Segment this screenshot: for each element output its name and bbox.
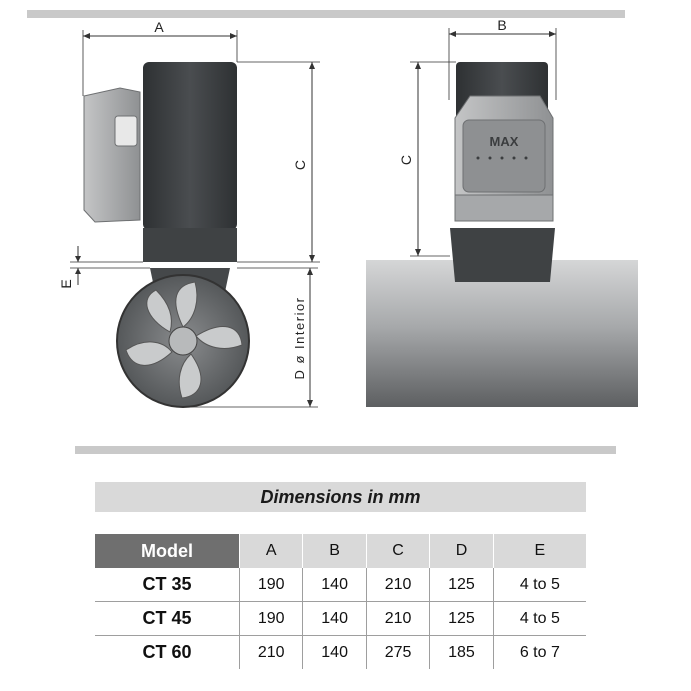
top-divider — [27, 10, 625, 18]
dim-c-left-label: C — [292, 160, 308, 170]
cell-d: 125 — [429, 568, 494, 602]
cell-model: CT 35 — [95, 568, 240, 602]
lower-column — [143, 228, 237, 262]
side-view: A C E D ø Interior — [58, 19, 320, 408]
header-a: A — [239, 534, 304, 568]
cell-a: 190 — [239, 568, 304, 602]
thruster-dimension-drawing: A C E D ø Interior MAX — [58, 17, 638, 408]
indicator-dots — [476, 156, 528, 160]
housing-clip — [114, 115, 138, 147]
cell-e: 6 to 7 — [519, 643, 560, 661]
lower-flange-front — [450, 228, 555, 282]
cell-d: 185 — [429, 635, 494, 669]
cell-c: 275 — [366, 635, 431, 669]
dimensions-caption-box: Dimensions in mm — [95, 482, 586, 512]
dim-b-label: B — [497, 17, 506, 33]
control-housing — [83, 87, 141, 223]
housing-front-panel — [462, 119, 546, 193]
header-d: D — [429, 534, 494, 568]
cell-b: 140 — [302, 601, 367, 636]
motor-column — [143, 62, 237, 230]
dim-a-label: A — [154, 19, 164, 35]
cell-c: 210 — [366, 601, 431, 636]
table-row: CT 60 210 140 275 185 6 to 7 — [95, 635, 586, 669]
cell-c: 210 — [366, 568, 431, 602]
dim-e-label: E — [58, 279, 74, 288]
dimensions-table: Model A B C D E CT 35 190 140 210 125 4 … — [95, 534, 586, 669]
cell-b: 140 — [302, 635, 367, 669]
cell-e: 4 to 5 — [493, 601, 586, 636]
table-row: CT 35 190 140 210 125 4 to 5 — [95, 568, 586, 602]
dim-d-label: D ø Interior — [292, 296, 307, 379]
header-b: B — [302, 534, 367, 568]
cell-model: CT 60 — [95, 635, 240, 669]
header-e: E — [493, 534, 586, 568]
dim-c-right-label: C — [398, 155, 414, 165]
cell-a: 210 — [239, 635, 304, 669]
header-model: Model — [95, 534, 240, 568]
middle-divider — [75, 446, 616, 454]
cell-b: 140 — [302, 568, 367, 602]
dimensions-caption: Dimensions in mm — [260, 486, 421, 507]
brand-mark: MAX — [490, 134, 519, 149]
header-c: C — [366, 534, 431, 568]
propeller-hub — [168, 326, 198, 356]
table-header-row: Model A B C D E — [95, 534, 586, 568]
cell-e: 4 to 5 — [493, 568, 586, 602]
propeller-blades — [125, 281, 243, 399]
cell-model: CT 45 — [95, 601, 240, 636]
table-row: CT 45 190 140 210 125 4 to 5 — [95, 601, 586, 636]
front-view: MAX B C — [366, 17, 638, 407]
cell-d: 125 — [429, 601, 494, 636]
hull-section — [366, 260, 638, 407]
cell-a: 190 — [239, 601, 304, 636]
housing-base — [454, 194, 554, 222]
